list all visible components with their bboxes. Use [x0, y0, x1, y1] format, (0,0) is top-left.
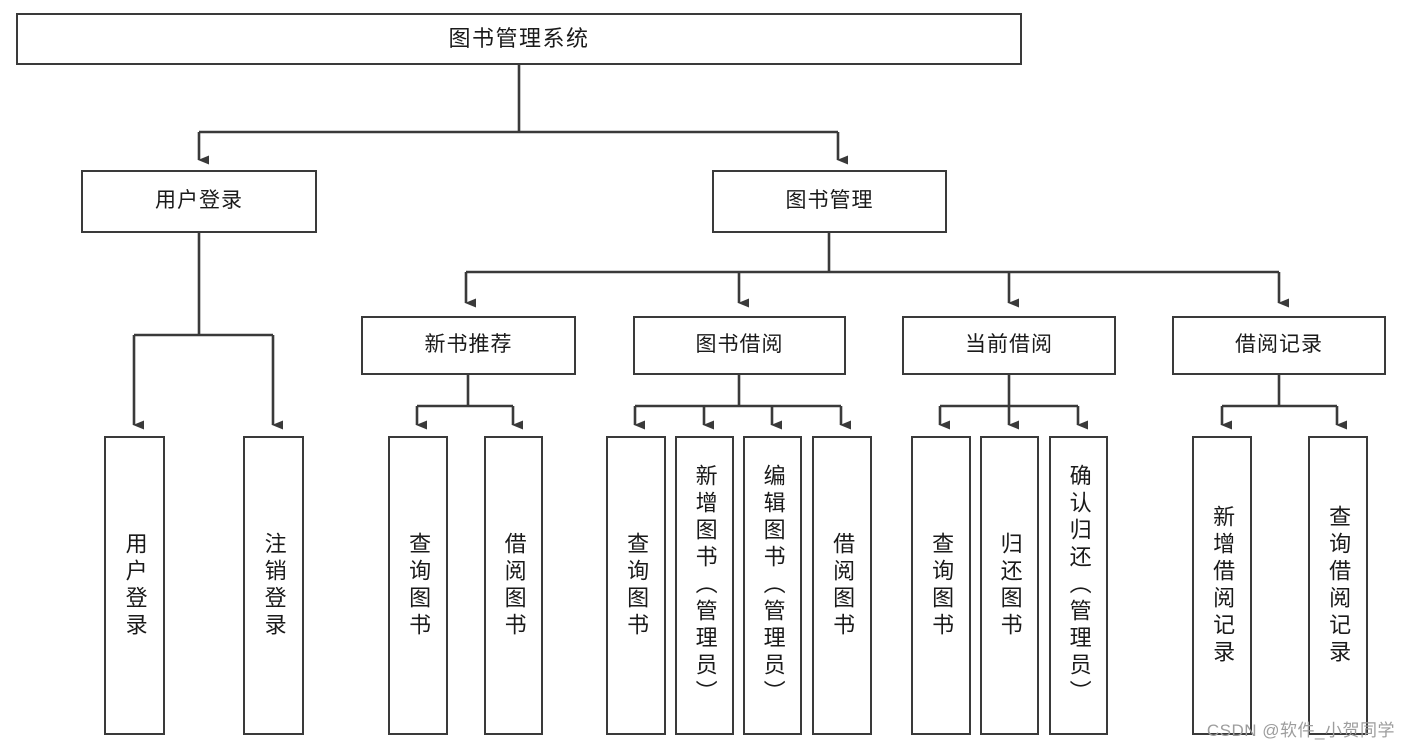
watermark: CSDN @软件_小贺同学	[1206, 721, 1395, 740]
leaf-borrow-edit-book-admin[interactable]: 编辑图书（管理员）	[743, 436, 802, 735]
leaf-records-add-borrow-record[interactable]: 新增借阅记录	[1192, 436, 1252, 735]
node-label: 确认归还（管理员）	[1066, 464, 1092, 707]
node-new-book-recommendation[interactable]: 新书推荐	[361, 316, 576, 375]
node-borrow-records[interactable]: 借阅记录	[1172, 316, 1386, 375]
leaf-records-query-borrow-record[interactable]: 查询借阅记录	[1308, 436, 1368, 735]
node-label: 用户登录	[122, 531, 148, 640]
node-label: 新增借阅记录	[1210, 504, 1236, 667]
node-book-management[interactable]: 图书管理	[712, 170, 947, 233]
node-user-login[interactable]: 用户登录	[81, 170, 317, 233]
node-label: 图书借阅	[695, 333, 784, 357]
node-label: 当前借阅	[965, 333, 1053, 357]
node-label: 借阅图书	[830, 531, 856, 640]
leaf-current-return-books[interactable]: 归还图书	[980, 436, 1039, 735]
node-label: 注销登录	[261, 531, 287, 640]
node-label: 查询图书	[624, 531, 650, 640]
node-label: 查询借阅记录	[1326, 504, 1352, 667]
node-label: 用户登录	[155, 189, 243, 213]
leaf-user-login-logout[interactable]: 注销登录	[243, 436, 304, 735]
node-label: 新增图书（管理员）	[692, 464, 718, 707]
leaf-new-book-query-books[interactable]: 查询图书	[388, 436, 448, 735]
node-label: 新书推荐	[424, 333, 513, 357]
node-book-borrow[interactable]: 图书借阅	[633, 316, 846, 375]
leaf-borrow-borrow-books[interactable]: 借阅图书	[812, 436, 872, 735]
leaf-borrow-add-book-admin[interactable]: 新增图书（管理员）	[675, 436, 734, 735]
node-label: 图书管理系统	[448, 26, 590, 52]
node-root-book-management-system[interactable]: 图书管理系统	[16, 13, 1022, 65]
node-label: 借阅图书	[501, 531, 527, 640]
leaf-current-confirm-return-admin[interactable]: 确认归还（管理员）	[1049, 436, 1108, 735]
node-label: 归还图书	[997, 531, 1023, 640]
node-current-borrow[interactable]: 当前借阅	[902, 316, 1116, 375]
node-label: 编辑图书（管理员）	[760, 464, 786, 707]
leaf-current-query-books[interactable]: 查询图书	[911, 436, 971, 735]
node-label: 图书管理	[785, 189, 874, 213]
node-label: 查询图书	[929, 531, 955, 640]
leaf-user-login-login[interactable]: 用户登录	[104, 436, 165, 735]
node-label: 借阅记录	[1235, 333, 1323, 357]
node-label: 查询图书	[406, 531, 432, 640]
leaf-new-book-borrow-books[interactable]: 借阅图书	[484, 436, 543, 735]
leaf-borrow-query-books[interactable]: 查询图书	[606, 436, 666, 735]
